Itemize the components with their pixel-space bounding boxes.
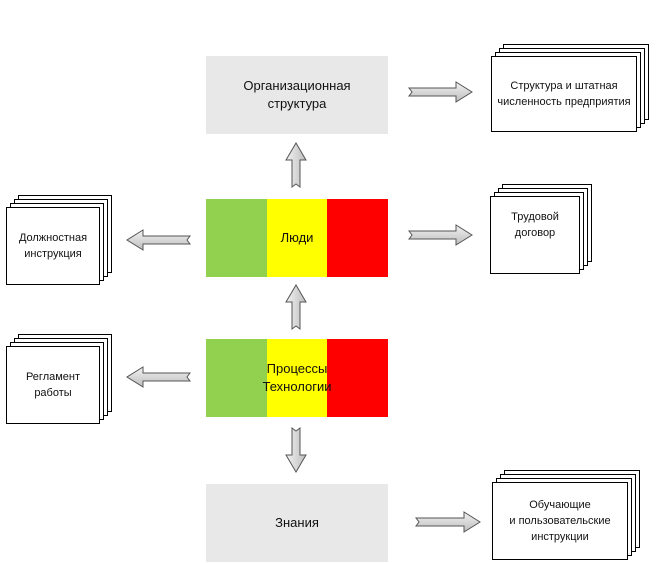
arrow-processes-to-people bbox=[285, 284, 307, 330]
doc-stack-structure: Структура и штатная численность предприя… bbox=[491, 44, 661, 134]
arrow-people-to-org bbox=[285, 142, 307, 188]
doc-work-rules-label: Регламент работы bbox=[6, 346, 100, 424]
people-box: Люди bbox=[206, 199, 389, 277]
org-structure-box: Организационная структура bbox=[206, 56, 388, 134]
arrow-people-to-contract bbox=[408, 224, 473, 246]
people-label: Люди bbox=[280, 230, 314, 245]
arrow-org-to-structure bbox=[408, 81, 473, 103]
arrow-processes-to-work-rules bbox=[126, 366, 191, 388]
doc-stack-job-instruction: Должностная инструкция bbox=[6, 195, 114, 287]
processes-box: Процессы Технологии bbox=[206, 339, 389, 417]
arrow-people-to-job-instruction bbox=[126, 229, 191, 251]
doc-stack-work-rules: Регламент работы bbox=[6, 334, 114, 426]
doc-stack-training: Обучающие и пользовательские инструкции bbox=[492, 470, 644, 562]
knowledge-box: Знания bbox=[206, 484, 388, 562]
arrow-processes-to-knowledge bbox=[285, 427, 307, 473]
doc-structure-label: Структура и штатная численность предприя… bbox=[491, 56, 637, 132]
arrow-knowledge-to-training bbox=[415, 511, 481, 533]
doc-contract-label: Трудовой договор bbox=[490, 196, 580, 274]
doc-training-label: Обучающие и пользовательские инструкции bbox=[492, 482, 628, 560]
processes-label: Процессы Технологии bbox=[262, 361, 332, 394]
doc-stack-contract: Трудовой договор bbox=[490, 184, 600, 276]
doc-job-instruction-label: Должностная инструкция bbox=[6, 207, 100, 285]
